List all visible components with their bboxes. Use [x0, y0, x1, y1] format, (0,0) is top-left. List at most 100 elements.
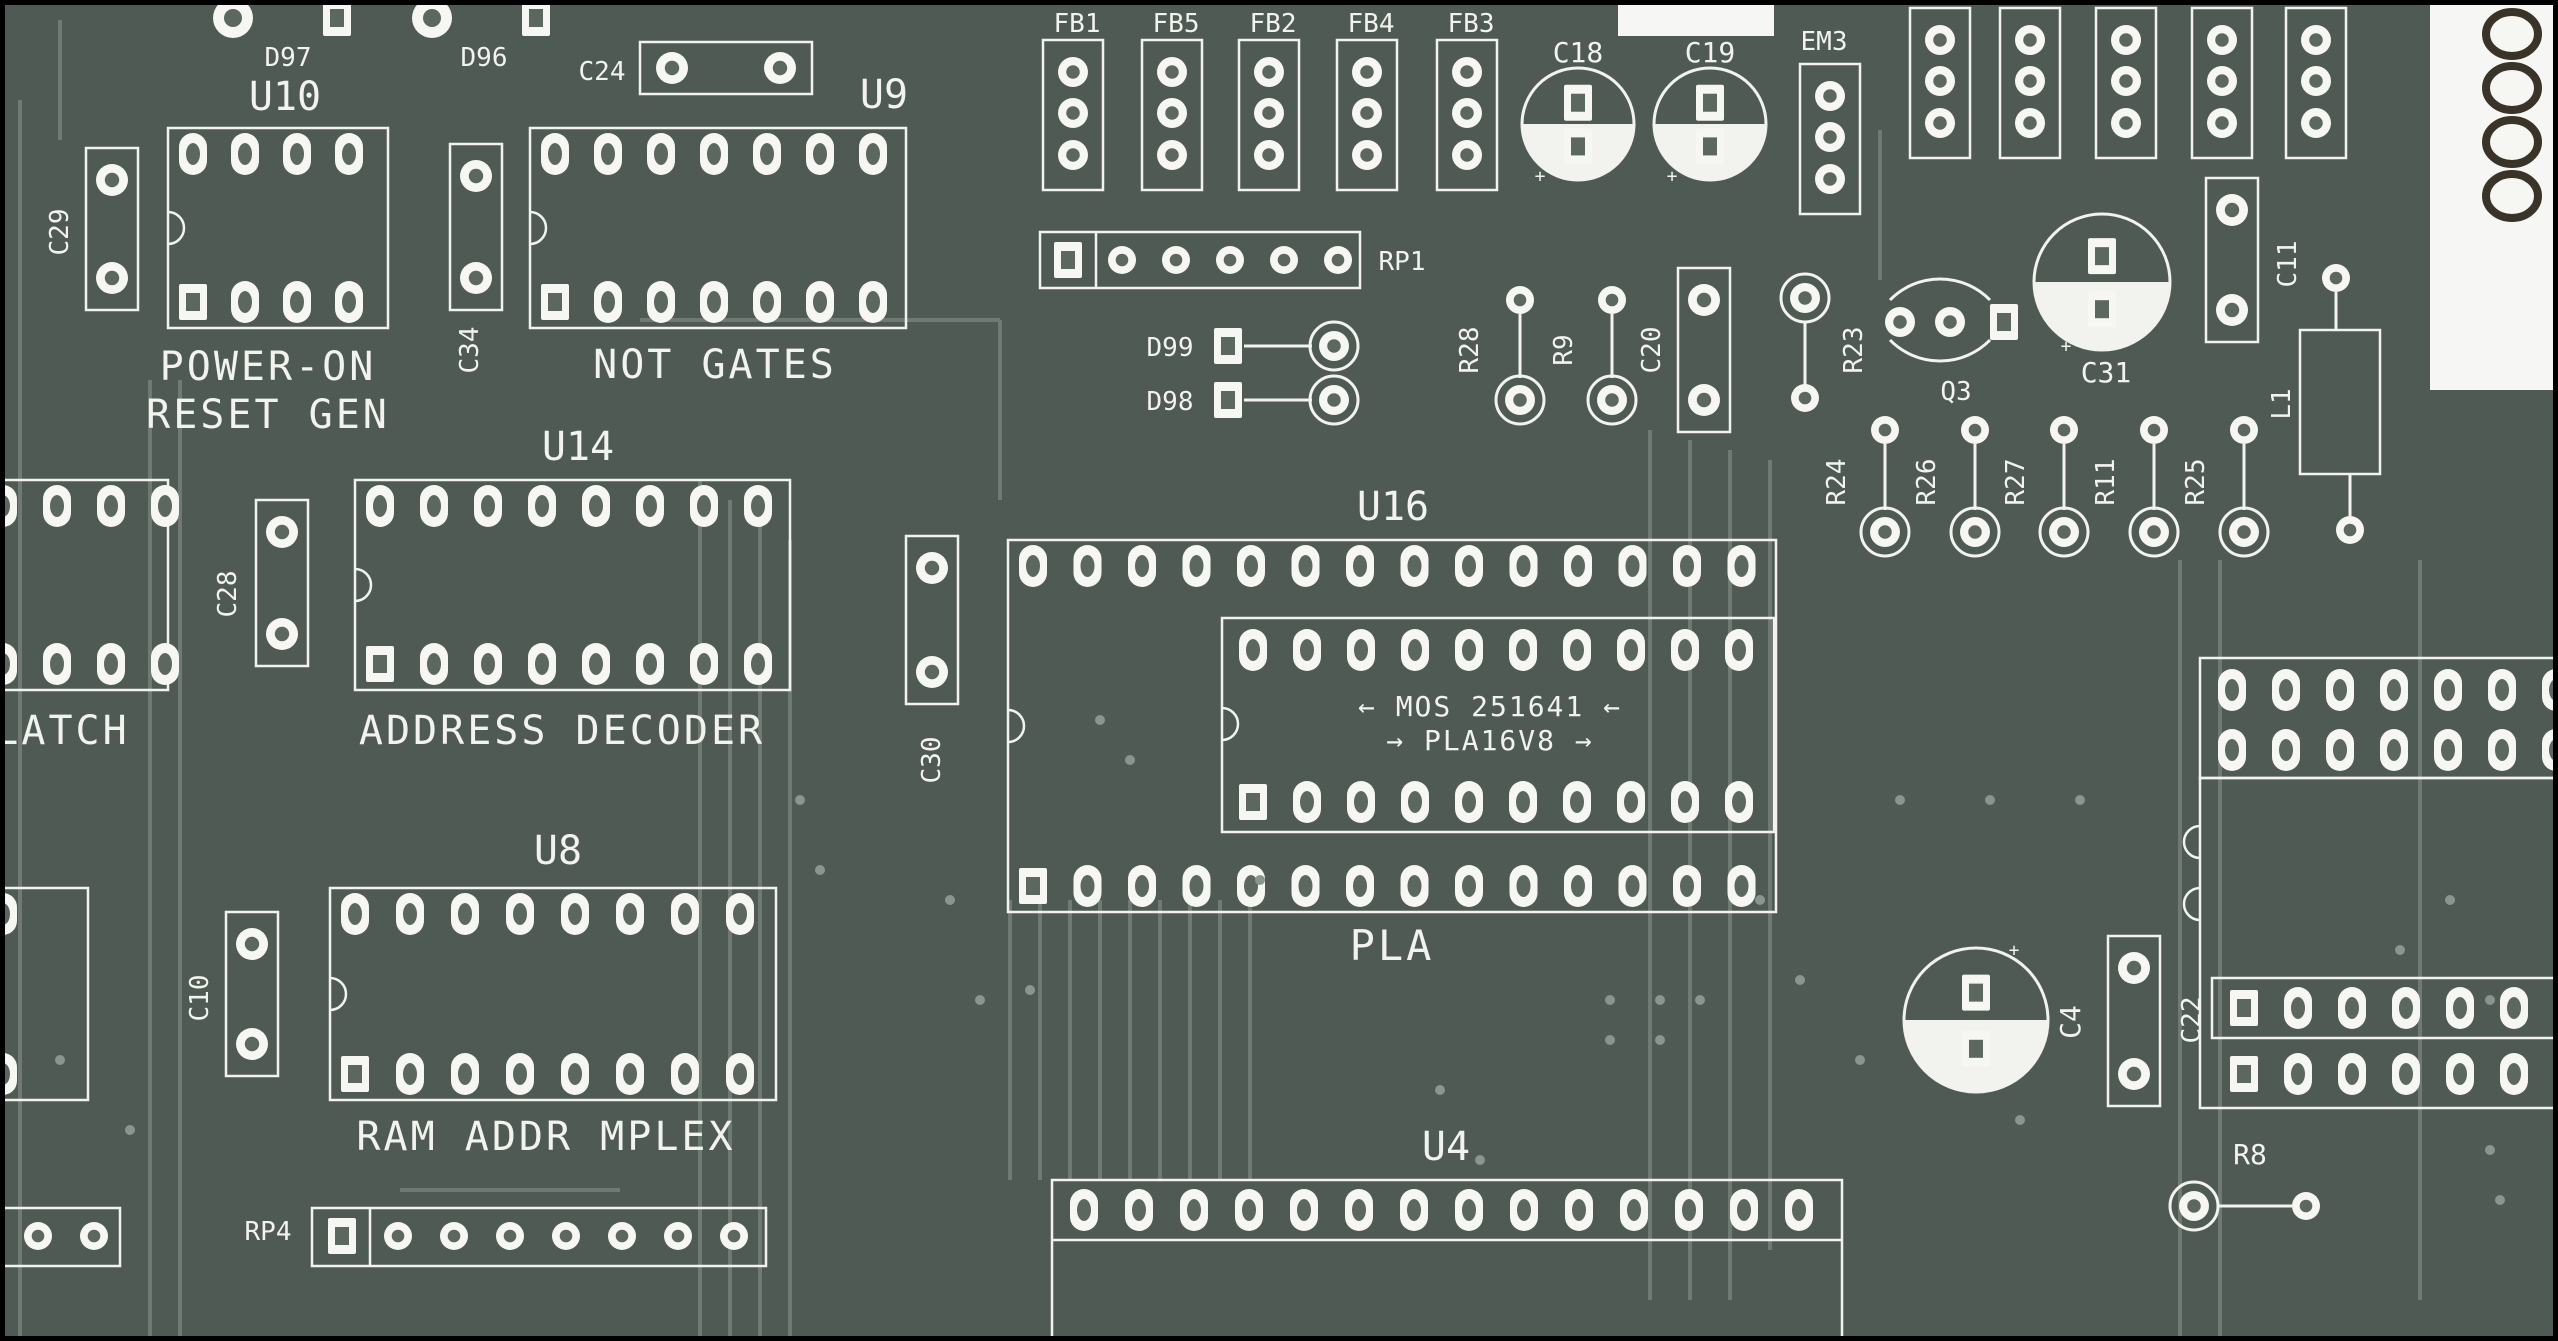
upper-header-3-outline: [2094, 6, 2158, 160]
rp4-pin-hole: [615, 1229, 629, 1243]
u8-pin-top-hole: [568, 903, 582, 925]
u4: [1050, 1178, 1844, 1341]
u9: [528, 126, 908, 330]
u14-outline: [353, 478, 792, 692]
ref-r28: R28: [1455, 327, 1485, 374]
u16-pin-top-hole: [1135, 555, 1149, 577]
rp1-pin1-hole: [1061, 251, 1075, 269]
ref-r24: R24: [1822, 459, 1852, 506]
c22-outline: [2106, 934, 2162, 1108]
rp1-pin-hole: [1223, 253, 1237, 267]
upper-header-3-pad-hole: [2119, 116, 2133, 130]
u9-pin-top-hole: [866, 143, 880, 165]
rp4-pin-hole: [559, 1229, 573, 1243]
u8: [328, 886, 778, 1102]
q3-outline-lower: [1888, 338, 1992, 363]
right-ic-bottom-pin-hole: [2507, 1063, 2521, 1085]
r23: [1779, 272, 1831, 412]
left-ic-2-outline: [0, 886, 90, 1102]
r8-pad-hole: [2187, 1199, 2201, 1213]
right-ic-upper-pin-hole: [2495, 679, 2509, 701]
ref-c34: C34: [455, 327, 485, 374]
u8-pin1-hole: [348, 1065, 362, 1083]
q3-pad-hole: [1893, 315, 1907, 329]
via: [1855, 1055, 1865, 1065]
ref-l1: L1: [2267, 388, 2297, 419]
u14-pin-bottom-hole: [427, 653, 441, 675]
u10-pin-top-hole: [238, 143, 252, 165]
label-power-on: POWER-ON: [160, 344, 377, 390]
upper-header-1-pad-hole: [1933, 33, 1947, 47]
u14-pin-top-hole: [427, 495, 441, 517]
d99-outline: [1308, 320, 1360, 372]
r9-pad-hole: [1605, 393, 1619, 407]
r28-pad-hole: [1513, 393, 1527, 407]
ref-d97: D97: [265, 43, 312, 73]
u16-pin-top-hole: [1189, 555, 1204, 577]
r8-pad-hole: [2299, 1199, 2313, 1213]
right-ic-bottom-pin1-hole: [2237, 1065, 2251, 1083]
r25-pad-hole: [2237, 423, 2251, 437]
c11-pad-hole: [2224, 202, 2240, 218]
rp1: [1038, 230, 1362, 290]
pla16v8-pin-top-hole: [1624, 639, 1638, 661]
c34-pad-hole: [468, 168, 484, 184]
pla16v8-pin-bottom-hole: [1516, 791, 1530, 813]
c4-pad-minus-hole: [1969, 1039, 1983, 1058]
right-ic-upper-pin-hole: [2225, 679, 2239, 701]
u14-pin-top-hole: [643, 495, 657, 517]
u16-pin-bottom-hole: [1571, 875, 1585, 897]
via: [1435, 1085, 1445, 1095]
ref-c31: C31: [2081, 356, 2132, 389]
u14-pin-bottom-hole: [751, 653, 765, 675]
r28-pad-hole: [1513, 293, 1527, 307]
upper-header-2-pad-hole: [2023, 74, 2037, 88]
r9: [1586, 286, 1638, 426]
latch-ic: [0, 478, 179, 692]
c29-pad-hole: [104, 270, 120, 286]
via: [1025, 985, 1035, 995]
c31: [2032, 212, 2172, 352]
ref-c10: C10: [185, 975, 215, 1022]
c31-pad-minus-hole: [2095, 300, 2109, 319]
c30-pad-hole: [924, 560, 940, 576]
u16-pin-bottom-hole: [1298, 875, 1313, 897]
via: [125, 1125, 135, 1135]
u8-pin-top-hole: [458, 903, 472, 925]
c18-pad-plus-hole: [1571, 93, 1585, 112]
fb5-pad-hole: [1165, 65, 1179, 79]
r25-body: [2218, 506, 2270, 558]
ref-u14: U14: [542, 424, 614, 470]
c18: [1520, 66, 1636, 182]
u16-pin-top-hole: [1298, 555, 1313, 577]
ref-d99: D99: [1147, 333, 1194, 363]
latch-ic-outline: [0, 478, 170, 692]
pla16v8-pin-top-hole: [1516, 639, 1530, 661]
ref-rp4: RP4: [245, 1217, 292, 1247]
upper-header-5-pad-hole: [2309, 33, 2323, 47]
u14-pin-top-hole: [373, 495, 387, 517]
u4-pin-top-hole: [1792, 1199, 1806, 1221]
via: [2485, 1145, 2495, 1155]
u9-pin-bottom-hole: [760, 291, 774, 313]
pla16v8-pin-top-hole: [1678, 639, 1692, 661]
c19-pad-plus-hole: [1703, 93, 1717, 112]
via: [1985, 795, 1995, 805]
u8-pin-bottom-hole: [568, 1063, 582, 1085]
upper-header-4-outline: [2190, 6, 2254, 160]
u4-pin-top-hole: [1242, 1199, 1256, 1221]
r24: [1859, 416, 1911, 558]
ref-rp1: RP1: [1379, 247, 1426, 277]
rp1-pin-hole: [1169, 253, 1183, 267]
via: [1605, 995, 1615, 1005]
l1-pad-hole: [2343, 523, 2357, 537]
pla16v8-pin-top-hole: [1300, 639, 1314, 661]
u14-pin1-hole: [373, 655, 387, 673]
u16-pin-bottom-hole: [1462, 875, 1476, 897]
right-ic-upper-pin-hole: [2495, 739, 2509, 761]
left-header-bottom: [0, 1206, 122, 1268]
rp4-pin-hole: [447, 1229, 461, 1243]
fb5-pad-hole: [1165, 106, 1179, 120]
rp4: [310, 1206, 768, 1268]
c4: [1902, 946, 2050, 1094]
